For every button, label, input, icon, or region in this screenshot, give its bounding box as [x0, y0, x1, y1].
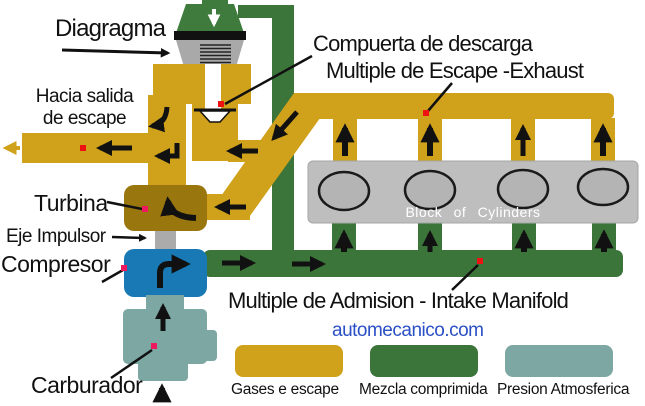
compresor-callout-line: [101, 268, 124, 284]
admision-marker: [477, 258, 483, 264]
cylinder-3: [496, 168, 550, 210]
multiple-escape-label: Multiple de Escape -Exhaust: [326, 58, 584, 83]
turbina-marker: [142, 206, 148, 212]
escape-callout-line: [427, 82, 453, 112]
legend-label-presion: Presion Atmosferica: [497, 381, 630, 398]
cylinder-2: [403, 169, 457, 211]
downpipe-arrow: [271, 110, 299, 141]
diagragma-callout-arrow: [61, 47, 171, 58]
carburador-marker: [151, 343, 157, 349]
eje-callout-arrow: [111, 233, 147, 242]
turbine-flow-arrow: [160, 196, 197, 221]
legend-label-gases: Gases e escape: [231, 381, 339, 398]
diagragma-label: Diagragma: [55, 15, 166, 42]
exhaust-marker: [423, 110, 429, 116]
carburador-label: Carburador: [31, 372, 143, 398]
diaphragm-assembly: [153, 0, 251, 123]
spring-coils: [200, 44, 231, 64]
turbine: [124, 185, 207, 231]
compuerta-label: Compuerta de descarga: [313, 31, 533, 56]
exhaust-manifold-pipe: [292, 93, 615, 161]
wastegate-hook-arrow-1: [148, 106, 170, 133]
carburetor: [123, 295, 217, 381]
turbina-callout-line: [106, 200, 143, 211]
admision-callout-line: [451, 264, 479, 291]
flow-arrows: [95, 106, 614, 403]
website-link[interactable]: automecanico.com: [332, 320, 484, 341]
compressor: [124, 249, 207, 297]
callouts: [61, 47, 483, 380]
wastegate-hook-arrow-2: [153, 143, 180, 165]
legend-label-mezcla: Mezcla comprimida: [359, 381, 488, 398]
cylinder-1: [317, 170, 371, 212]
hacia-salida-label: Hacia salida de escape: [22, 86, 147, 130]
eje-impulsor-label: Eje Impulsor: [6, 226, 106, 247]
boost-signal-pipe: [238, 5, 294, 255]
legend-swatch-mezcla: [370, 345, 478, 377]
compresor-label: Compresor: [1, 251, 111, 277]
legend-swatch-presion: [505, 345, 613, 377]
exit-pipe-marker: [80, 145, 86, 151]
compuerta-callout-line: [224, 54, 313, 106]
valve-marker: [218, 101, 224, 107]
hacia-salida-line1: Hacia salida: [35, 86, 134, 107]
multiple-admision-label: Multiple de Admision - Intake Manifold: [228, 288, 569, 313]
engine-block: [307, 160, 639, 224]
cylinder-4: [576, 167, 630, 207]
intake-manifold-pipe: [203, 222, 623, 277]
drive-shaft: [155, 231, 176, 251]
compresor-marker: [121, 265, 127, 271]
legend-swatch-gases: [235, 345, 343, 377]
turbina-label: Turbina: [34, 190, 108, 216]
carburador-callout-line: [110, 348, 153, 380]
block-of-cylinders-label: Block of Cylinders: [405, 204, 541, 220]
compressor-flow-arrow: [157, 254, 191, 288]
hacia-salida-line2: de escape: [42, 108, 127, 129]
wastegate-valve: [198, 110, 232, 123]
